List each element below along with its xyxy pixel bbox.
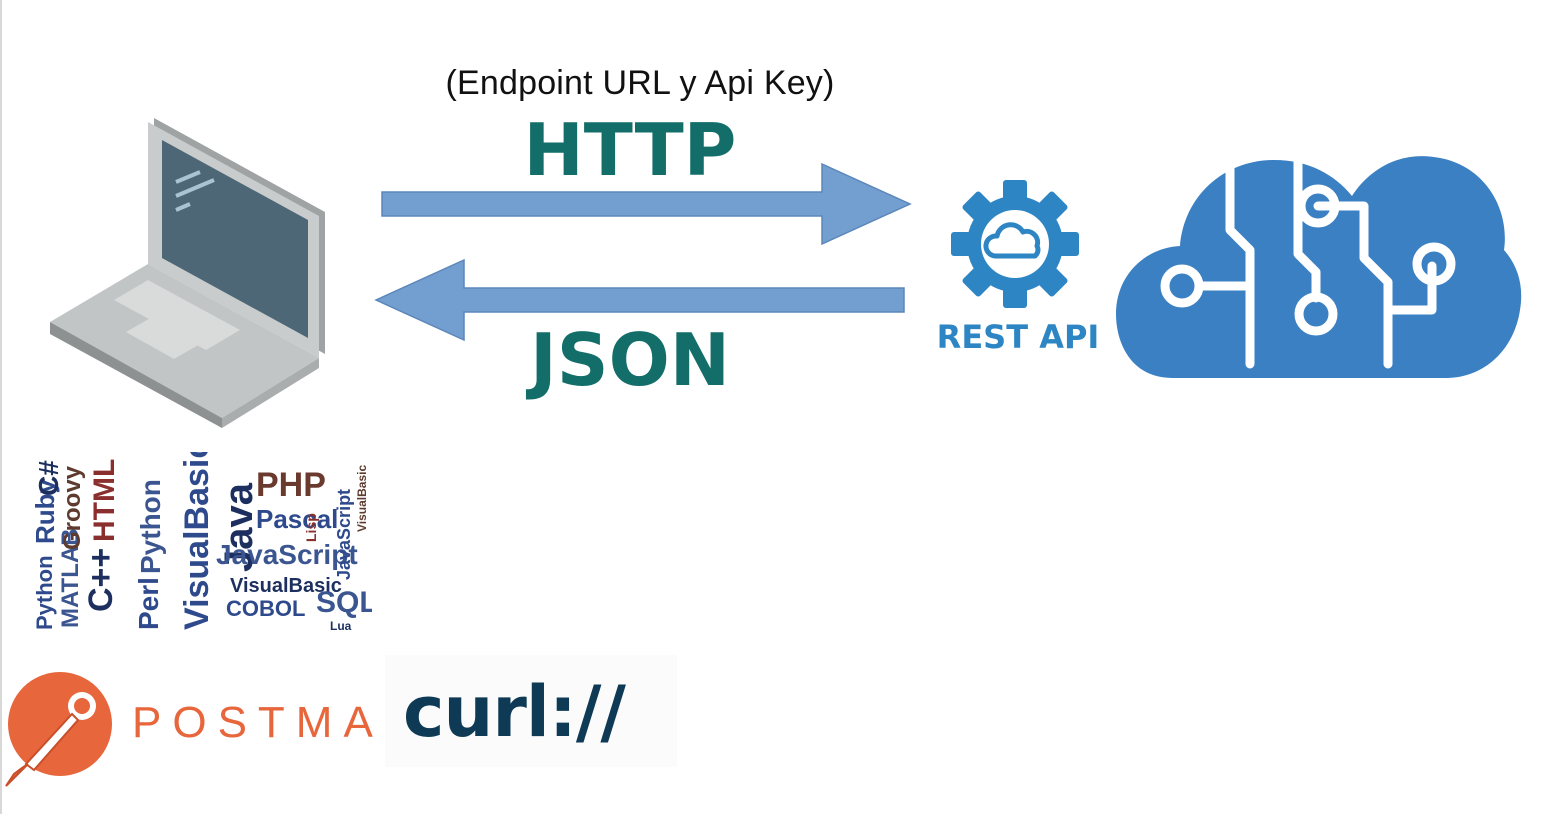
- word-python-2: Python: [135, 479, 166, 574]
- word-javascript-2: JavaScript: [334, 489, 354, 580]
- word-groovy: Groovy: [59, 465, 86, 550]
- word-javascript: JavaScript: [216, 539, 358, 570]
- response-format-label: JSON: [529, 318, 731, 402]
- postman-wordmark: POSTMAN: [132, 698, 427, 747]
- word-visualbasic-3: VisualBasic: [355, 465, 369, 532]
- word-lisp: Lisp: [303, 513, 319, 542]
- programming-languages-cloud: Python Ruby C# MATLAB Groovy C++ HTML Pe…: [30, 452, 372, 632]
- request-arrow: [381, 162, 912, 246]
- word-html: HTML: [88, 459, 121, 542]
- word-visualbasic: VisualBasic: [178, 452, 216, 630]
- laptop-icon: [50, 118, 325, 428]
- cloud-ai-service-icon: [1116, 149, 1522, 378]
- word-php: PHP: [256, 466, 326, 504]
- postman-logo-icon: [5, 672, 112, 787]
- curl-wordmark: curl://: [403, 671, 626, 753]
- word-java: Java: [217, 482, 261, 572]
- word-cobol: COBOL: [226, 596, 305, 621]
- rest-api-gear-icon: [951, 180, 1079, 308]
- left-border: [0, 0, 2, 814]
- subtitle: (Endpoint URL y Api Key): [445, 64, 835, 102]
- word-python: Python: [32, 555, 57, 630]
- rest-api-label: REST API: [936, 318, 1100, 356]
- request-protocol-label: HTTP: [523, 108, 737, 192]
- word-pascal: Pascal: [256, 504, 338, 534]
- response-arrow: [374, 258, 905, 342]
- word-perl: Perl: [133, 577, 164, 630]
- word-matlab: MATLAB: [57, 528, 84, 628]
- word-sql: SQL: [316, 586, 372, 619]
- word-ruby: Ruby: [30, 478, 60, 544]
- curl-logo: curl://: [385, 655, 677, 767]
- word-csharp: C#: [33, 460, 64, 496]
- word-lua: Lua: [330, 619, 352, 632]
- word-cpp: C++: [82, 548, 120, 612]
- word-visualbasic-2: VisualBasic: [230, 575, 342, 597]
